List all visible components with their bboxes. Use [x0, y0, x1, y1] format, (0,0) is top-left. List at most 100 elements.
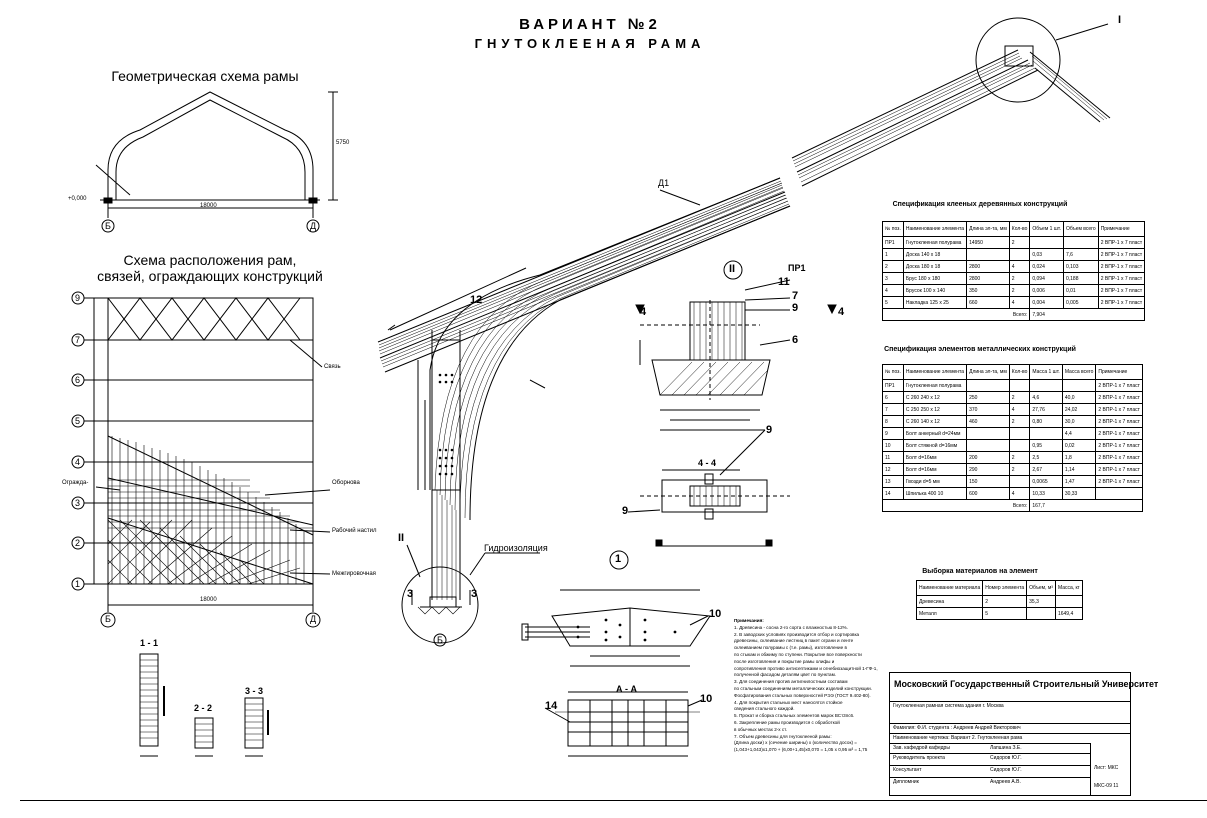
- cell: 10,33: [1029, 487, 1063, 500]
- cell: С 260 240 х 12: [902, 391, 968, 404]
- spec3-h2: Объем, м³: [1026, 580, 1056, 596]
- note-line: 3. Для соединения против антигнилостным …: [734, 679, 848, 685]
- cell: 2 ВПР-1 х 7 пласт: [1097, 272, 1146, 285]
- cell-total-label: Всего:: [881, 308, 1031, 321]
- cell: 5: [882, 296, 904, 309]
- label-6: 6: [792, 334, 799, 346]
- cell: 2: [982, 595, 1028, 608]
- cell: ПР1: [882, 379, 904, 392]
- cell: 9: [882, 427, 904, 440]
- cell: 4,4: [1061, 427, 1097, 440]
- cell: Гвозди d=5 мм: [902, 475, 968, 488]
- cell: [966, 439, 1010, 452]
- cell: 0,006: [1029, 284, 1064, 297]
- geometric-scheme: [95, 91, 338, 233]
- spec2-h1: Наименование элемента: [902, 364, 968, 380]
- cell: 7: [882, 403, 904, 416]
- stamp-r3a: Консультант: [893, 767, 922, 773]
- cell: 1: [882, 248, 904, 261]
- note-line: Фосфатирования стальных поверхностей РЭЭ…: [734, 692, 871, 698]
- layout-label-under: Межгировочная: [332, 571, 376, 577]
- cell: 14950: [966, 236, 1010, 249]
- cell: 2 ВПР-1 х 7 пласт: [1097, 236, 1146, 249]
- label-4b: 4: [838, 306, 845, 318]
- note-line: (Длина доски) x (сечение ширины) x (коли…: [734, 740, 857, 746]
- cell: Болт стяжной d=16мм: [902, 439, 968, 452]
- layout-axis-9: 9: [75, 293, 81, 303]
- cell: 2 ВПР-1 х 7 пласт: [1095, 463, 1143, 476]
- geom-heading: Геометрическая схема рамы: [111, 68, 299, 84]
- label-4a: 4: [640, 306, 647, 318]
- cell: Болт d=16мм: [902, 451, 968, 464]
- layout-axis-7: 7: [75, 335, 81, 345]
- note-line: после изготовления и покрытие рамы олифы…: [734, 658, 835, 664]
- note-line: древесины, склеивание лестниц в пакет ог…: [734, 638, 854, 644]
- cell: 14: [882, 487, 904, 500]
- cell: 2 ВПР-1 х 7 пласт: [1095, 475, 1143, 488]
- cell: Древесина: [915, 595, 984, 608]
- cell: [1054, 595, 1083, 608]
- note-line: сопротивления противо антисептиками и ог…: [734, 665, 878, 671]
- cell-total-label: Всего:: [881, 499, 1031, 512]
- cell: 30,33: [1061, 487, 1097, 500]
- cell: [1008, 475, 1031, 488]
- cell: С 250 250 х 12: [902, 403, 968, 416]
- cell: 8: [882, 415, 904, 428]
- cell: 13: [882, 475, 904, 488]
- cell: 11: [882, 451, 904, 464]
- cell: 0,80: [1029, 415, 1063, 428]
- spec2-table: № поз. Наименование элемента Длина эл-та…: [881, 364, 1143, 512]
- label-node-I: I: [1118, 14, 1122, 26]
- cell: 0,0065: [1029, 475, 1063, 488]
- label-9b: 9: [766, 424, 773, 436]
- label-3b: 3: [471, 588, 478, 600]
- cell: Брусок 100 х 140: [902, 284, 968, 297]
- layout-dim-span: 18000: [200, 597, 217, 603]
- cell: [1008, 439, 1031, 452]
- geom-dim-span: 18000: [200, 203, 217, 209]
- drawing-border: [20, 0, 1207, 801]
- cell: [1026, 607, 1056, 620]
- spec1-h1: Наименование элемента: [902, 221, 968, 237]
- cell: 6: [882, 391, 904, 404]
- geom-dim-level: +0,000: [68, 196, 87, 202]
- cell: 600: [966, 487, 1010, 500]
- cell: 0,95: [1029, 439, 1063, 452]
- stamp-topic: Гнутоклееная рамная система здания г. Мо…: [890, 701, 1130, 710]
- cell: 660: [966, 296, 1010, 309]
- cell: 24,02: [1061, 403, 1097, 416]
- cell: 1,8: [1061, 451, 1097, 464]
- cell: 0,103: [1062, 260, 1099, 273]
- layout-axis-5: 5: [75, 416, 81, 426]
- spec2-h3: Кол-во: [1008, 364, 1031, 380]
- cell: 4: [1008, 260, 1031, 273]
- cell: 2: [1008, 236, 1031, 249]
- note-line: Примечания:: [734, 618, 764, 623]
- label-section-44: 4 - 4: [698, 458, 717, 468]
- cell: Брус 180 х 180: [902, 272, 968, 285]
- cell: 2 ВПР-1 х 7 пласт: [1095, 415, 1143, 428]
- cell: 10: [882, 439, 904, 452]
- note-line: 5. Прокат и сборка стальных элементов ма…: [734, 713, 855, 719]
- cell: 1,14: [1061, 463, 1097, 476]
- cell: [1008, 379, 1031, 392]
- spec1-h5: Объем всего: [1062, 221, 1099, 237]
- cell: 2: [1008, 415, 1031, 428]
- cell: 1,47: [1061, 475, 1097, 488]
- cell: 35,3: [1026, 595, 1056, 608]
- cell: 2: [1008, 451, 1031, 464]
- spec3-table: Наименование материала Номер элемента Об…: [915, 580, 1083, 620]
